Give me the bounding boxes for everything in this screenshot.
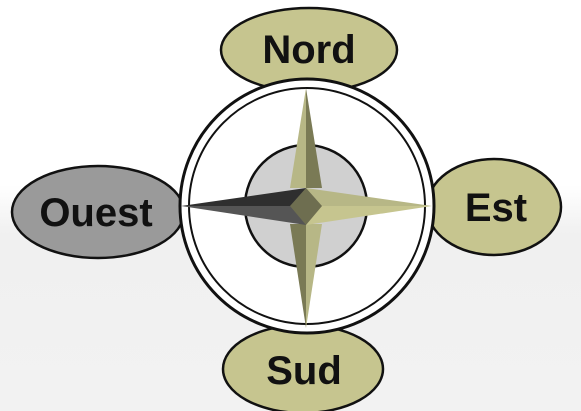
west-badge: Ouest [10, 164, 186, 260]
compass-hub [290, 188, 322, 225]
west-needle-bottom [181, 206, 306, 225]
compass-rose [181, 88, 432, 328]
west-label: Ouest [39, 191, 152, 235]
east-badge: Est [425, 157, 563, 257]
south-label: Sud [266, 349, 342, 393]
east-needle-top [306, 188, 432, 206]
south-needle-left [290, 224, 306, 328]
north-needle-right [306, 88, 322, 188]
west-needle-top [181, 188, 306, 206]
north-badge: Nord [219, 6, 399, 94]
east-label: Est [465, 186, 527, 230]
south-badge: Sud [221, 323, 385, 411]
east-needle-bottom [306, 206, 432, 225]
north-needle-left [290, 88, 306, 188]
north-label: Nord [262, 28, 355, 72]
south-needle-right [306, 224, 322, 328]
